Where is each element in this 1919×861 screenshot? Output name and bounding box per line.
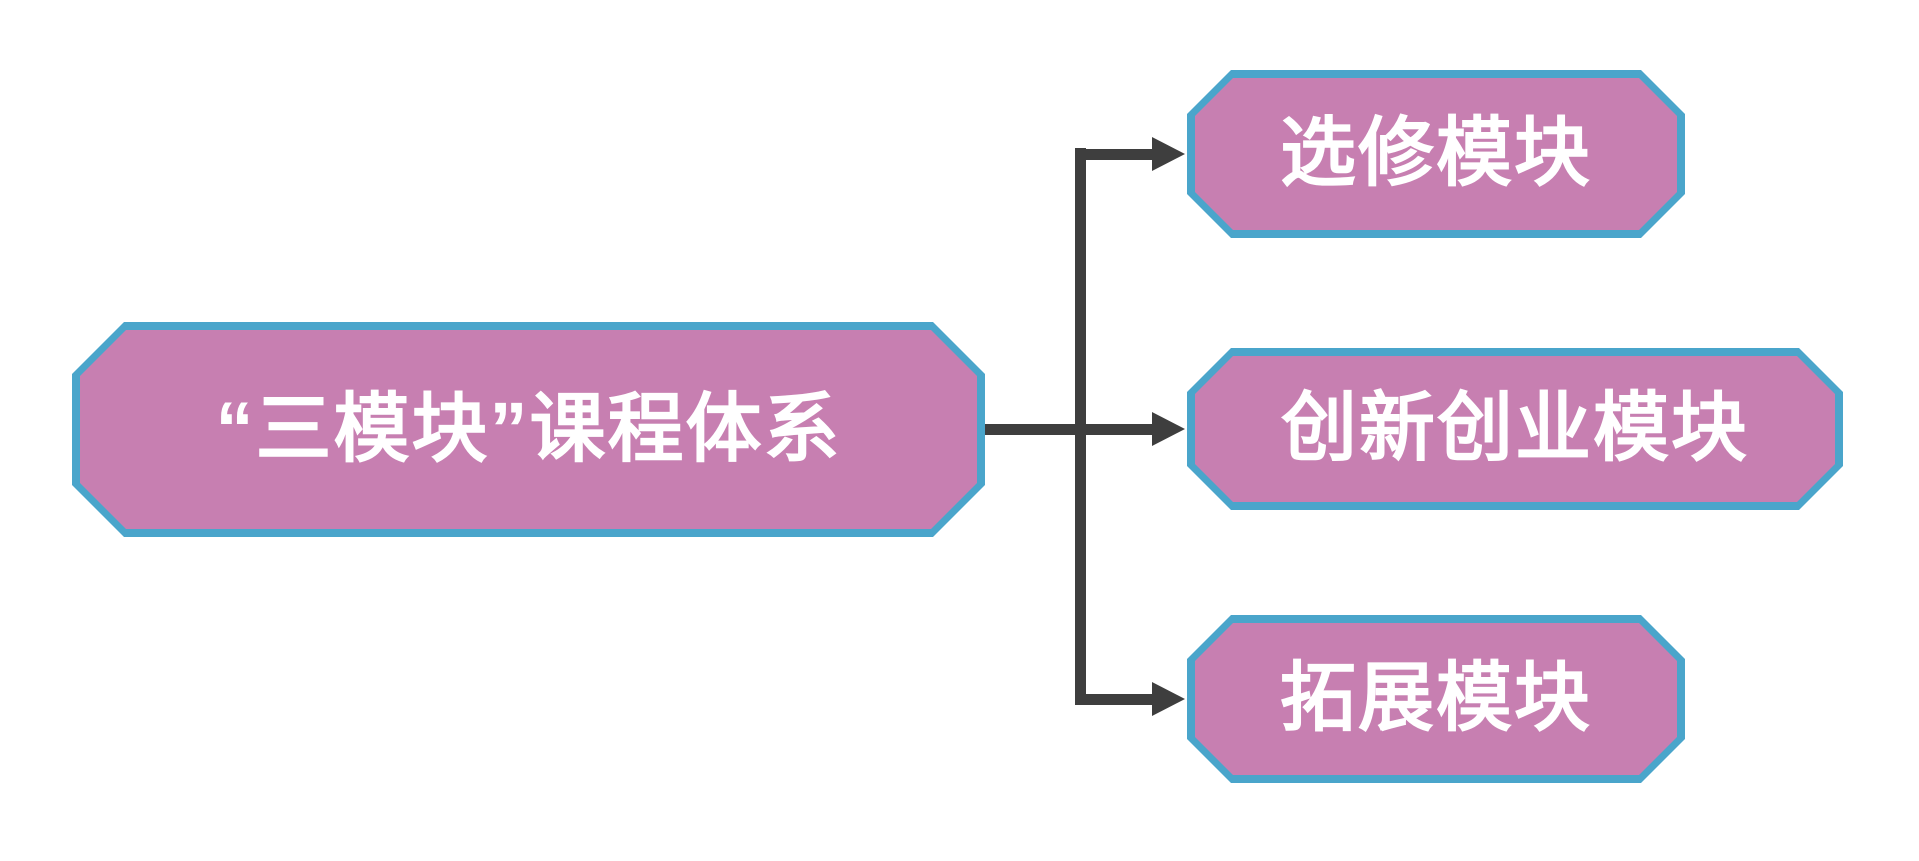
connector-branch-bottom	[1075, 694, 1152, 705]
child-node-label: 选修模块	[1280, 111, 1592, 196]
child-node-innovation-module: 创新创业模块	[1187, 348, 1843, 510]
child-node-label: 创新创业模块	[1281, 386, 1749, 471]
child-node-fill: 创新创业模块	[1195, 356, 1835, 502]
root-node-label: “三模块”课程体系	[215, 386, 842, 472]
child-node-elective-module: 选修模块	[1187, 70, 1685, 238]
root-node-curriculum-system: “三模块”课程体系	[72, 322, 985, 537]
child-node-label: 拓展模块	[1280, 656, 1592, 741]
child-node-fill: 选修模块	[1195, 78, 1677, 230]
child-node-expansion-module: 拓展模块	[1187, 615, 1685, 783]
connector-root-horizontal	[985, 424, 1152, 435]
arrowhead-middle-icon	[1152, 412, 1185, 446]
connector-trunk-vertical	[1075, 148, 1086, 705]
arrowhead-bottom-icon	[1152, 682, 1185, 716]
connector-branch-top	[1075, 149, 1152, 160]
arrowhead-top-icon	[1152, 137, 1185, 171]
child-node-fill: 拓展模块	[1195, 623, 1677, 775]
root-node-fill: “三模块”课程体系	[80, 330, 977, 529]
